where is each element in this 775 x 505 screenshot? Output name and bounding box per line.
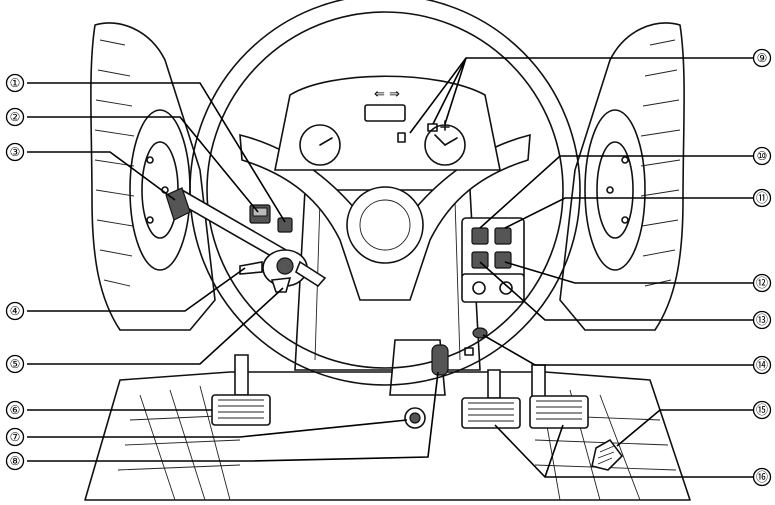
svg-text:⑥: ⑥ — [10, 403, 21, 417]
switch-panel — [461, 217, 525, 303]
svg-text:⑫: ⑫ — [756, 276, 768, 290]
callout-4: ④ — [5, 301, 25, 321]
svg-text:②: ② — [10, 110, 21, 124]
svg-text:①: ① — [10, 76, 21, 90]
svg-text:④: ④ — [10, 304, 21, 318]
switch-icon — [494, 251, 512, 269]
svg-text:⑧: ⑧ — [10, 454, 21, 468]
floor-button — [404, 407, 426, 429]
switch-icon — [494, 227, 512, 245]
callout-10: ⑩ — [752, 146, 772, 166]
svg-text:③: ③ — [10, 145, 21, 159]
svg-text:⑯: ⑯ — [756, 470, 768, 484]
callout-11: ⑪ — [752, 188, 772, 208]
leader-lines — [27, 57, 758, 478]
svg-text:⑤: ⑤ — [10, 357, 21, 371]
callout-12: ⑫ — [752, 273, 772, 293]
svg-text:⑩: ⑩ — [757, 149, 768, 163]
callout-14: ⑭ — [752, 355, 772, 375]
callout-16: ⑯ — [752, 467, 772, 487]
svg-text:⑭: ⑭ — [756, 358, 768, 372]
callout-9: ⑨ — [752, 48, 772, 68]
switch-icon — [249, 204, 271, 224]
svg-text:⑨: ⑨ — [757, 51, 768, 65]
switch-icon — [471, 227, 489, 245]
svg-text:⑬: ⑬ — [756, 313, 768, 327]
svg-text:⑪: ⑪ — [756, 191, 768, 205]
pedal-icon — [461, 369, 521, 429]
lock-icon — [464, 347, 474, 356]
steering-wheel-icon — [189, 0, 581, 386]
floor-mat — [84, 371, 691, 501]
callout-13: ⑬ — [752, 310, 772, 330]
callout-6: ⑥ — [5, 400, 25, 420]
gauge-icon — [299, 124, 341, 166]
callout-1: ① — [5, 73, 25, 93]
instrument-panel-icon: ⇐ ⇒ — [274, 75, 501, 171]
switch-icon — [277, 217, 293, 233]
callout-3: ③ — [5, 142, 25, 162]
switch-icon — [471, 251, 489, 269]
callout-5: ⑤ — [5, 354, 25, 374]
lever-icon — [431, 344, 449, 376]
svg-text:⑮: ⑮ — [756, 403, 768, 417]
callout-2: ② — [5, 107, 25, 127]
throttle-lever — [165, 187, 302, 270]
turn-signal-arrows-icon: ⇐ ⇒ — [374, 87, 400, 102]
combination-switch — [239, 249, 327, 293]
right-rear-tire-icon — [559, 22, 685, 331]
pedal-icon — [211, 354, 271, 426]
pedal-icon — [529, 364, 589, 429]
callout-7: ⑦ — [5, 427, 25, 447]
pedal-icon — [591, 438, 624, 471]
callout-8: ⑧ — [5, 451, 25, 471]
svg-text:⑦: ⑦ — [10, 430, 21, 444]
callout-15: ⑮ — [752, 400, 772, 420]
left-rear-tire-icon — [90, 22, 216, 331]
